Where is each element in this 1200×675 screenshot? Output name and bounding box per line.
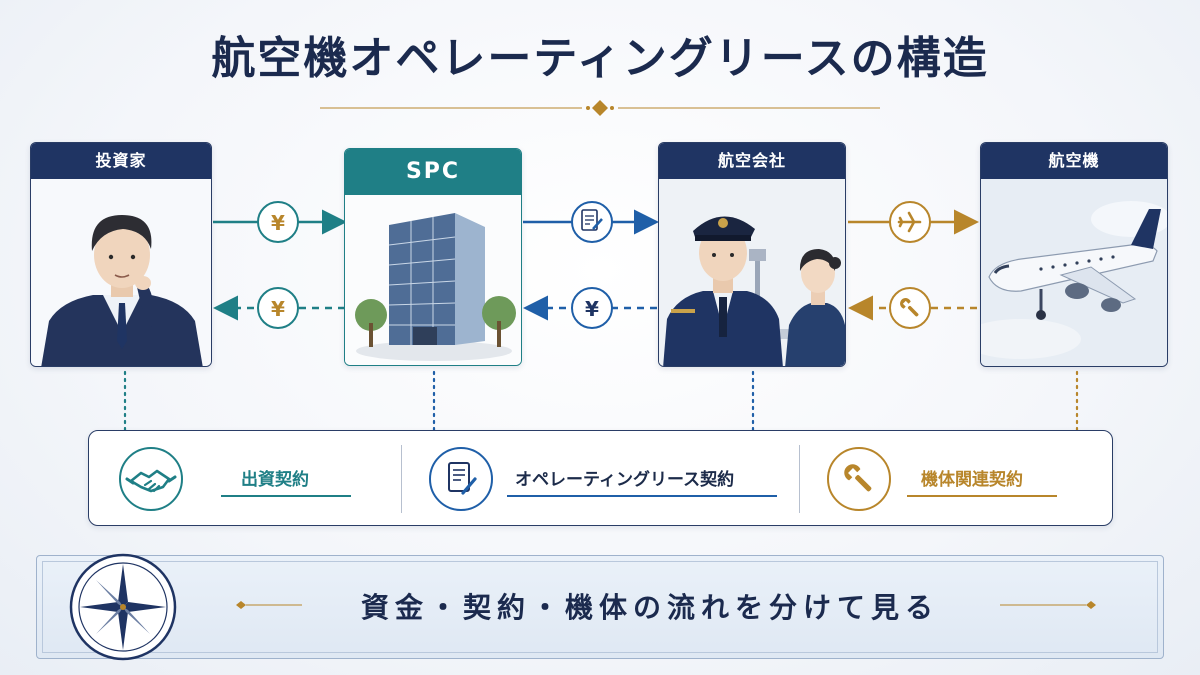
contract-operating-lease: オペレーティングリース契約 [429, 431, 789, 527]
document-pen-icon [581, 209, 603, 231]
flow-aircraft-to-airline [848, 287, 977, 329]
flow-spc-to-airline [523, 201, 659, 243]
spc-card: SPC [344, 148, 522, 366]
contracts-panel: 出資契約 オペレーティングリース契約 機体関連契約 [88, 430, 1113, 526]
divider [799, 445, 800, 513]
contract-aircraft-related: 機体関連契約 [827, 431, 1097, 527]
wrench-icon [827, 447, 891, 511]
compass-icon [69, 553, 177, 661]
airline-crew-illustration [659, 179, 845, 366]
investor-label: 投資家 [31, 143, 211, 179]
banner-ornament-right [1000, 601, 1096, 609]
aircraft-illustration [981, 179, 1167, 366]
wrench-icon [900, 298, 919, 317]
contract-label: 機体関連契約 [921, 470, 1023, 490]
airline-card: 航空会社 [658, 142, 846, 367]
title-ornament [320, 100, 880, 116]
contract-label: 出資契約 [241, 470, 309, 490]
yen-symbol: ¥ [271, 211, 285, 235]
investor-card: 投資家 [30, 142, 212, 367]
banner-text: 資金・契約・機体の流れを分けて見る [360, 591, 939, 624]
investor-illustration [31, 179, 211, 366]
yen-symbol: ¥ [585, 297, 599, 321]
banner-ornament-left [236, 601, 302, 609]
spc-label: SPC [345, 149, 521, 195]
spc-building-illustration [345, 195, 521, 365]
airplane-icon [897, 211, 922, 233]
aircraft-label: 航空機 [981, 143, 1167, 179]
page-title: 航空機オペレーティングリースの構造 [211, 33, 989, 84]
flow-spc-to-investor: ¥ [213, 287, 345, 329]
yen-symbol: ¥ [271, 297, 285, 321]
aircraft-card: 航空機 [980, 142, 1168, 367]
document-pen-icon [429, 447, 493, 511]
summary-banner [36, 555, 1164, 659]
contract-investment: 出資契約 [113, 431, 403, 527]
airline-label: 航空会社 [659, 143, 845, 179]
flow-airline-to-aircraft [848, 201, 979, 243]
flow-airline-to-spc: ¥ [523, 287, 657, 329]
divider [401, 445, 402, 513]
handshake-icon [119, 447, 183, 511]
contract-label: オペレーティングリース契約 [515, 470, 735, 490]
flow-investor-to-spc: ¥ [213, 201, 347, 243]
